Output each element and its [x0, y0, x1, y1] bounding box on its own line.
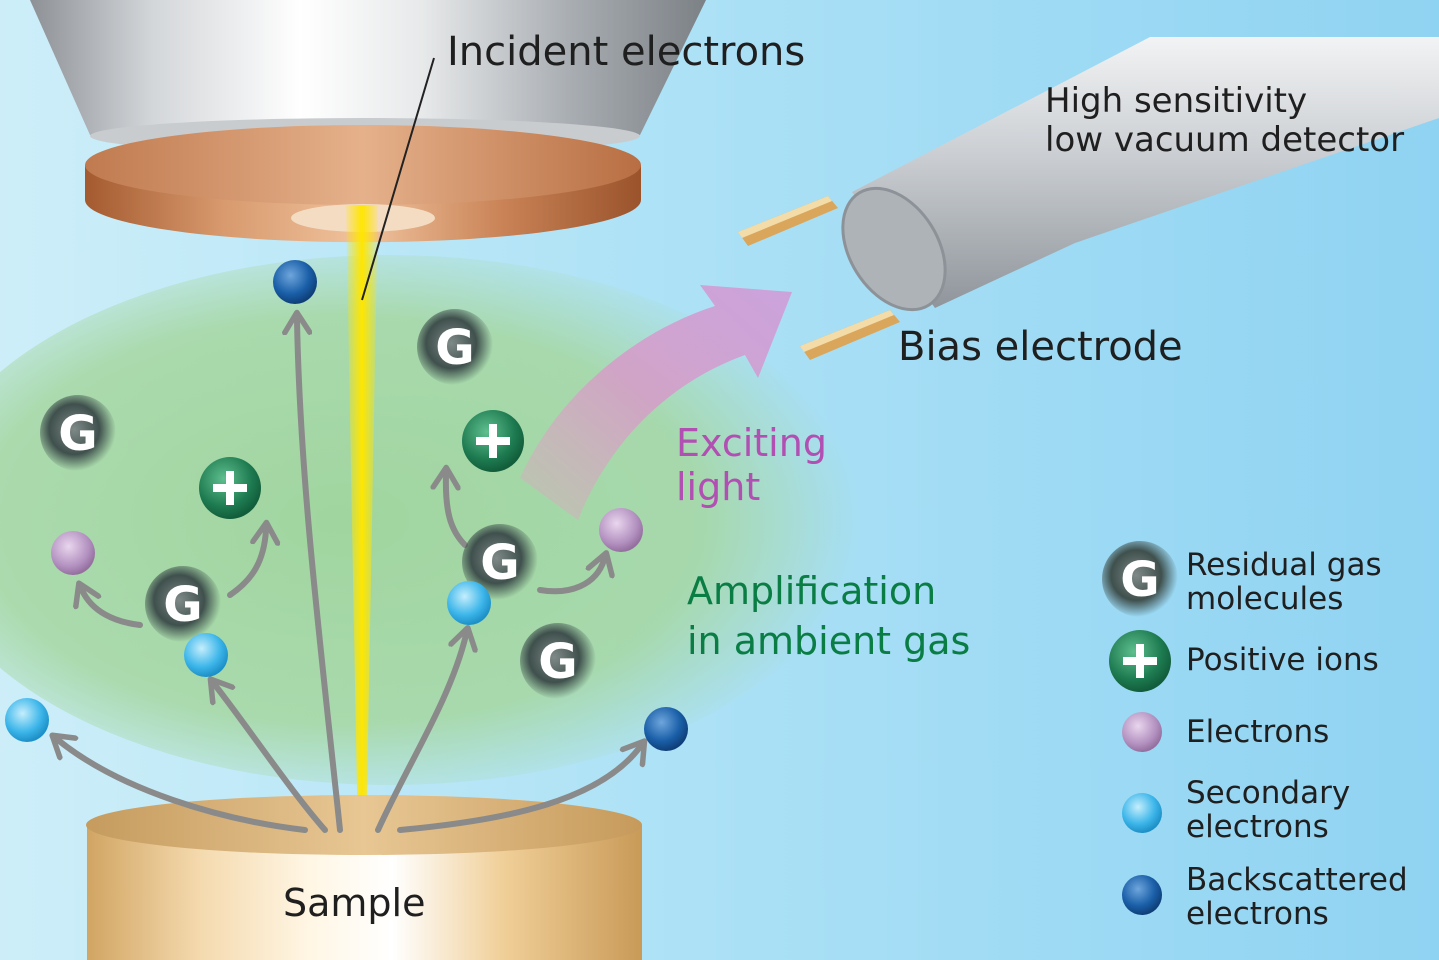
trajectory-arrow — [297, 320, 343, 833]
electron — [599, 508, 643, 552]
legend-ion-icon — [1109, 630, 1171, 692]
trajectory-arrow — [82, 590, 143, 628]
sample-cylinder — [86, 795, 642, 960]
gas-glyph: G — [58, 406, 97, 462]
detector-label-line1: High sensitivity — [1045, 81, 1308, 121]
gas-glyph: G — [480, 535, 519, 591]
plus-bar-v — [226, 471, 234, 505]
trajectory-arrow — [215, 685, 328, 833]
amplification-label-line1: Amplification — [687, 569, 937, 613]
gas-molecule: G — [417, 309, 493, 385]
amplification-label: Amplification in ambient gas — [687, 566, 970, 666]
legend-secondary-line1: Secondary — [1186, 775, 1351, 811]
plus-bar-v — [1136, 644, 1144, 678]
legend-gas-line1: Residual gas — [1186, 547, 1382, 583]
bias-electrode-lower — [800, 310, 900, 360]
legend-electron-line1: Electrons — [1186, 714, 1330, 750]
electrode-disc — [85, 125, 641, 243]
gas-molecule: G — [520, 623, 596, 699]
trajectory-arrow — [375, 635, 466, 833]
gas-glyph: G — [538, 634, 577, 690]
exciting-light-label: Exciting light — [676, 421, 827, 509]
legend-gas-line2: molecules — [1186, 581, 1344, 617]
legend-backscattered-line2: electrons — [1186, 896, 1329, 932]
legend-secondary-text: Secondary electrons — [1186, 776, 1350, 844]
legend-backscattered-icon — [1122, 875, 1162, 915]
incident-electron-beam — [346, 205, 378, 845]
bias-electrode-upper — [738, 196, 838, 246]
trajectory-arrows — [58, 320, 640, 833]
secondary-electron — [184, 633, 228, 677]
incident-pointer-line — [361, 57, 435, 301]
legend-electron-icon — [1122, 712, 1162, 752]
legend-backscattered-text: Backscattered electrons — [1186, 863, 1408, 931]
detector — [841, 37, 1439, 312]
exciting-light-label-line2: light — [676, 465, 761, 509]
trajectory-arrow — [227, 530, 266, 598]
legend-backscattered-line1: Backscattered — [1186, 862, 1408, 898]
legend-gas-icon: G — [1102, 541, 1178, 617]
sample-label: Sample — [283, 881, 426, 925]
bias-electrode-label: Bias electrode — [898, 324, 1183, 370]
trajectory-arrow — [58, 740, 308, 833]
gas-glyph: G — [435, 320, 474, 376]
legend-gas-text: Residual gas molecules — [1186, 548, 1382, 616]
trajectory-arrow — [537, 560, 604, 595]
legend-ion-text: Positive ions — [1186, 643, 1379, 677]
detector-label: High sensitivity low vacuum detector — [1045, 82, 1404, 160]
gas-molecule: G — [40, 395, 116, 471]
gas-glyph: G — [1120, 552, 1159, 608]
legend-electron-text: Electrons — [1186, 715, 1329, 749]
gas-molecule: G — [462, 524, 538, 600]
incident-electrons-label: Incident electrons — [447, 29, 806, 75]
amplification-label-line2: in ambient gas — [687, 619, 971, 663]
exciting-light-label-line1: Exciting — [676, 421, 827, 465]
backscattered-electron — [644, 707, 688, 751]
exciting-light-arrow — [520, 285, 792, 520]
positive-ion — [462, 410, 524, 472]
legend-secondary-icon — [1122, 793, 1162, 833]
trajectory-arrow — [446, 475, 468, 548]
positive-ion — [199, 457, 261, 519]
gas-glyph: G — [163, 577, 202, 633]
electron — [51, 531, 95, 575]
backscattered-electron — [273, 260, 317, 304]
secondary-electron — [5, 698, 49, 742]
legend-ion-line1: Positive ions — [1186, 642, 1379, 678]
legend-secondary-line2: electrons — [1186, 809, 1329, 845]
detector-label-line2: low vacuum detector — [1045, 120, 1405, 160]
secondary-electron — [447, 581, 491, 625]
gas-molecule: G — [145, 566, 221, 642]
trajectory-arrow — [397, 747, 640, 833]
plus-bar-v — [489, 424, 497, 458]
